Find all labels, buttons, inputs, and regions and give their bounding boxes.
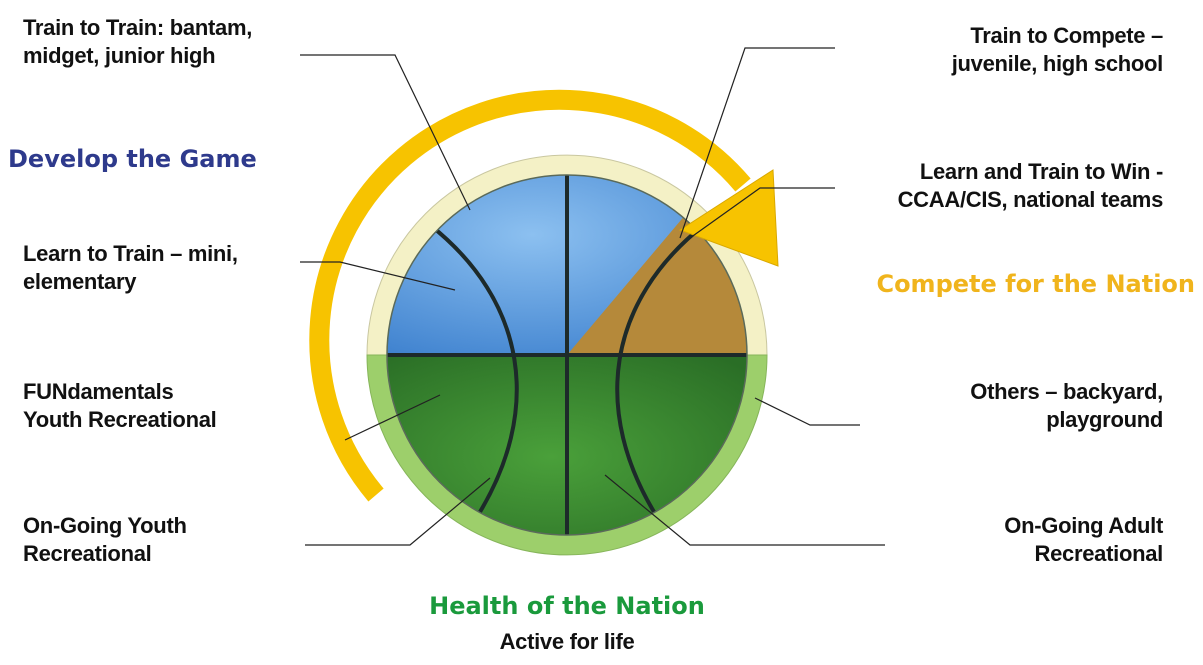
label-train-to-compete: Train to Compete – juvenile, high school — [951, 22, 1164, 78]
label-line: Recreational — [1034, 541, 1164, 566]
label-line: elementary — [23, 269, 137, 294]
leader-train-to-train — [300, 54, 471, 211]
section-health-of-the-nation: Health of the Nation — [429, 592, 705, 620]
label-line: Recreational — [23, 541, 152, 566]
leader-learn-train-win — [689, 187, 835, 239]
label-line: Youth Recreational — [23, 407, 217, 432]
label-line: On-Going Adult — [1004, 513, 1163, 538]
leader-learn-to-train — [300, 261, 456, 291]
subtitle-active-for-life: Active for life — [499, 629, 635, 654]
ball-outline — [386, 174, 748, 536]
ball-green-half — [387, 355, 747, 535]
section-develop-the-game: Develop the Game — [8, 145, 257, 173]
label-line: Train to Train: bantam, — [23, 15, 253, 40]
cycle-arrow — [309, 89, 779, 502]
label-ongoing-adult: On-Going Adult Recreational — [1004, 512, 1163, 568]
label-line: Learn and Train to Win - — [919, 159, 1163, 184]
label-line: midget, junior high — [23, 43, 216, 68]
label-line: On-Going Youth — [23, 513, 187, 538]
label-line: CCAA/CIS, national teams — [897, 187, 1164, 212]
leader-others — [754, 397, 860, 426]
arrow-head — [678, 169, 779, 267]
label-train-to-train: Train to Train: bantam, midget, junior h… — [23, 14, 252, 70]
ball-seam-left-curve — [428, 223, 519, 522]
leader-train-to-compete — [679, 47, 835, 239]
label-ongoing-youth: On-Going Youth Recreational — [23, 512, 187, 568]
label-learn-to-train: Learn to Train – mini, elementary — [23, 240, 238, 296]
section-compete-for-the-nation: Compete for the Nation — [876, 270, 1195, 298]
label-learn-train-win: Learn and Train to Win - CCAA/CIS, natio… — [897, 158, 1164, 214]
label-others: Others – backyard, playground — [970, 378, 1163, 434]
label-line: playground — [1046, 407, 1163, 432]
label-fundamentals: FUNdamentals Youth Recreational — [23, 378, 217, 434]
label-line: juvenile, high school — [951, 51, 1164, 76]
leader-ongoing-adult — [604, 474, 885, 546]
label-line: FUNdamentals — [23, 379, 174, 404]
label-line: Train to Compete – — [970, 23, 1163, 48]
label-line: Others – backyard, — [970, 379, 1163, 404]
leader-lines — [300, 47, 885, 546]
label-line: Learn to Train – mini, — [23, 241, 238, 266]
leader-fundamentals — [344, 394, 441, 441]
ball-seam-right-curve — [615, 223, 706, 522]
arrow-arc — [309, 89, 751, 502]
leader-ongoing-youth — [305, 477, 491, 546]
